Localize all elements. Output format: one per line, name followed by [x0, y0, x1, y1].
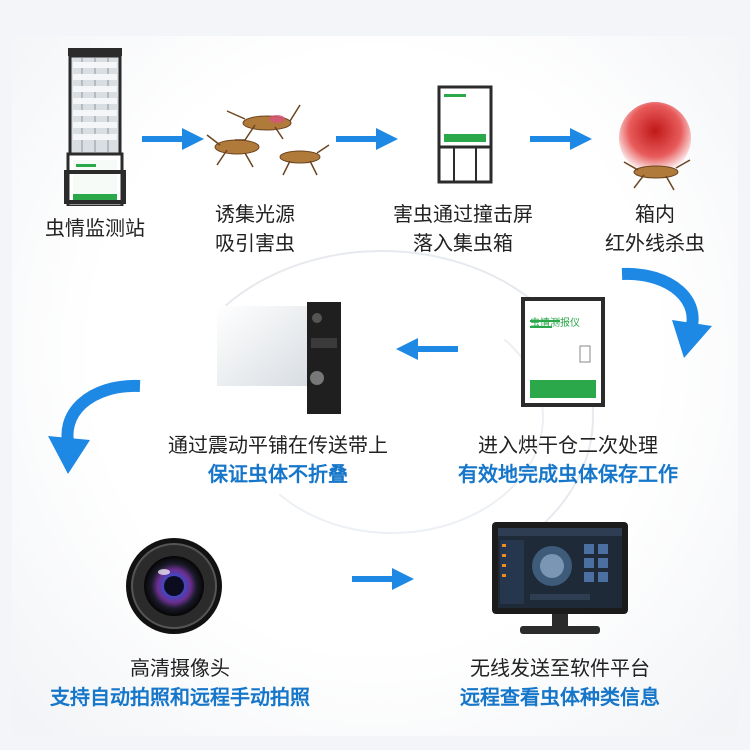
- step-3-label: 害虫通过撞击屏 落入集虫箱: [378, 200, 548, 258]
- infrared-insect-image: [619, 102, 691, 191]
- arrow-right-icon: [352, 568, 414, 590]
- arrow-right-icon: [336, 128, 398, 150]
- grasshoppers-image: [206, 104, 330, 176]
- step-1-line1: 虫情监测站: [45, 216, 145, 240]
- step-4-label: 箱内 红外线杀虫: [580, 200, 730, 258]
- step-6-line2: 保证虫体不折叠: [208, 462, 348, 486]
- step-5-line1: 进入烘干仓二次处理: [478, 433, 658, 457]
- background-swirl: [240, 300, 544, 534]
- step-8-label: 无线发送至软件平台 远程查看虫体种类信息: [410, 654, 710, 712]
- step-2-line1: 诱集光源: [215, 202, 295, 226]
- curved-arrow-down-icon: [621, 267, 712, 358]
- step-2-label: 诱集光源 吸引害虫: [190, 200, 320, 258]
- step-7-label: 高清摄像头 支持自动拍照和远程手动拍照: [10, 654, 350, 712]
- step-3-line2: 落入集虫箱: [413, 231, 513, 255]
- step-5-label: 进入烘干仓二次处理 有效地完成虫体保存工作: [418, 431, 718, 489]
- step-5-line2: 有效地完成虫体保存工作: [458, 462, 678, 486]
- step-7-line1: 高清摄像头: [130, 656, 230, 680]
- monitor-software-image: [492, 522, 628, 634]
- step-4-line1: 箱内: [635, 202, 675, 226]
- dryer-device-image: [521, 297, 605, 407]
- background-swirl: [170, 250, 594, 584]
- step-4-line2: 红外线杀虫: [605, 231, 705, 255]
- arrow-right-icon: [142, 128, 204, 150]
- step-6-label: 通过震动平铺在传送带上 保证虫体不折叠: [128, 431, 428, 489]
- step-6-line1: 通过震动平铺在传送带上: [168, 433, 388, 457]
- step-8-line2: 远程查看虫体种类信息: [460, 685, 660, 709]
- arrow-left-icon: [396, 338, 458, 360]
- camera-lens-image: [126, 538, 222, 634]
- step-7-line2: 支持自动拍照和远程手动拍照: [50, 685, 310, 709]
- step-2-line2: 吸引害虫: [215, 231, 295, 255]
- step-1-label: 虫情监测站: [20, 214, 170, 243]
- conveyor-belt-image: [217, 302, 341, 414]
- step-8-line1: 无线发送至软件平台: [470, 656, 650, 680]
- arrow-right-icon: [530, 128, 592, 150]
- monitoring-station-base: [64, 170, 126, 204]
- dryer-panel-title: 虫情测报仪: [530, 318, 580, 329]
- collector-device-image: [437, 85, 493, 184]
- step-3-line1: 害虫通过撞击屏: [393, 202, 533, 226]
- curved-arrow-down-icon: [48, 379, 141, 474]
